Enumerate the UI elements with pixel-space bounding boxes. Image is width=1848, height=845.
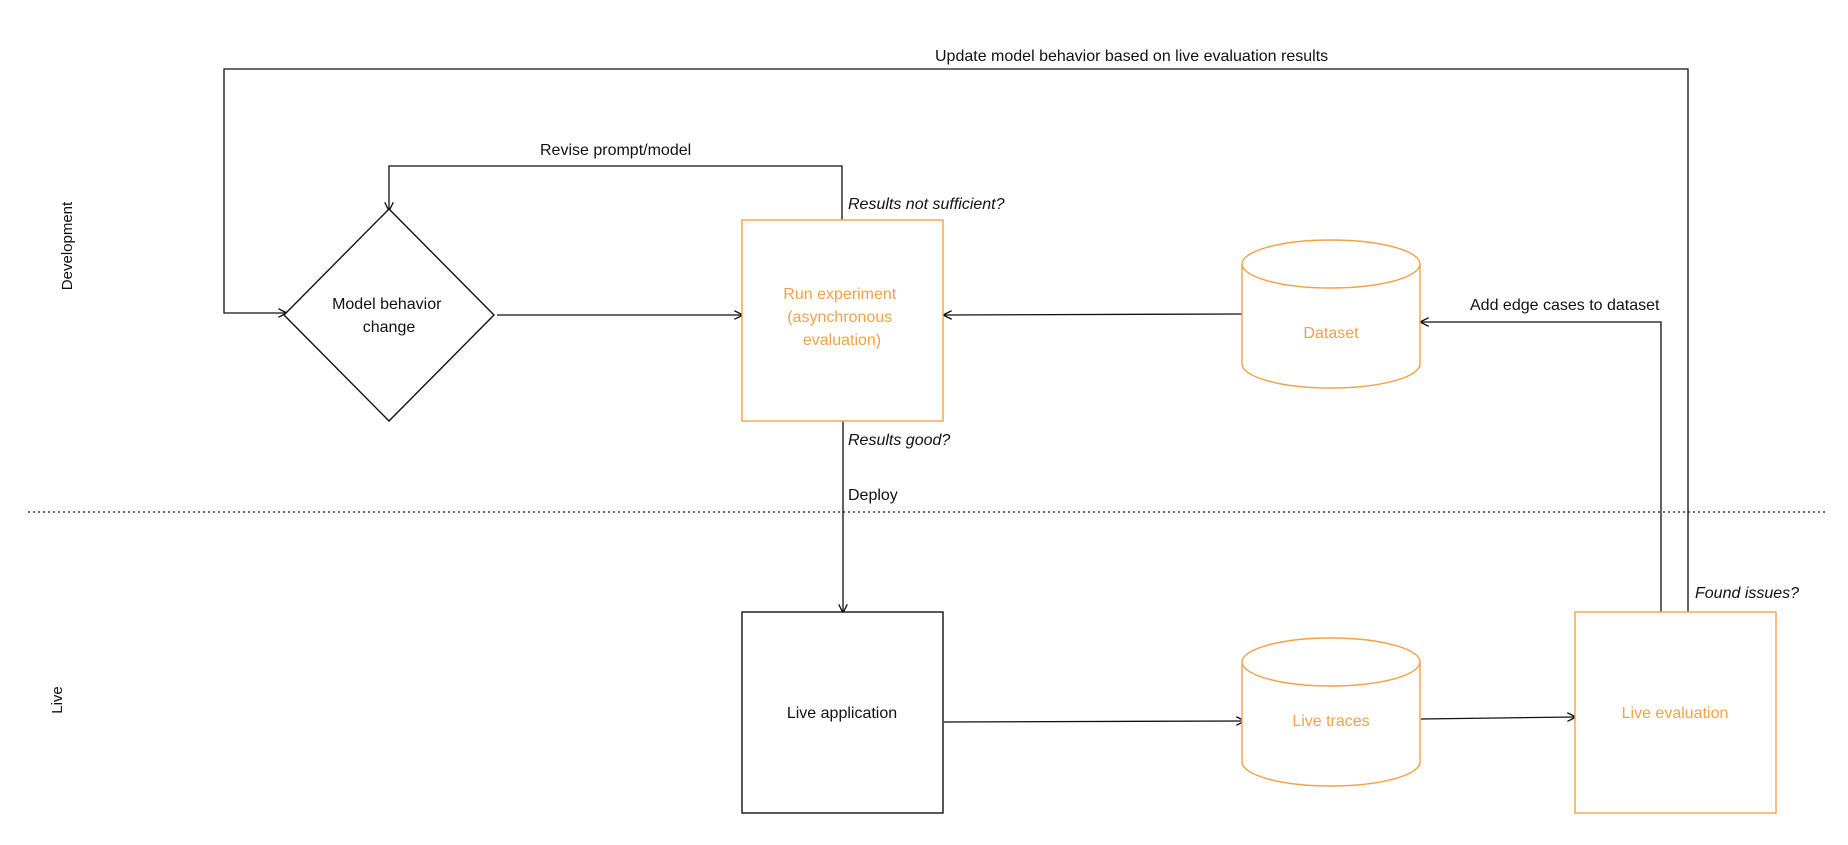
edge-label-update-model: Update model behavior based on live eval… [935, 48, 1328, 65]
node-live-traces-label: Live traces [1292, 713, 1369, 730]
node-label-line-2: change [363, 319, 416, 336]
edge-revise-prompt [389, 165, 843, 220]
node-label-line-2: (asynchronous [787, 309, 892, 326]
decision-diamond-shape [283, 208, 495, 422]
node-run-experiment-label: Run experiment (asynchronous evaluation) [783, 286, 900, 349]
node-run-experiment[interactable]: Run experiment (asynchronous evaluation) [741, 219, 944, 422]
node-label-line-3: evaluation) [803, 332, 881, 349]
lane-label-development: Development [59, 201, 76, 290]
edge-label-deploy: Deploy [848, 487, 898, 504]
node-live-evaluation-label: Live evaluation [1622, 705, 1729, 722]
edge-update-model [223, 68, 1689, 612]
edge-label-add-edge-cases: Add edge cases to dataset [1470, 297, 1660, 314]
lane-label-live: Live [49, 686, 66, 714]
process-box-shape [1574, 611, 1777, 814]
node-dataset[interactable]: Dataset [1241, 239, 1421, 389]
node-live-application-label: Live application [787, 705, 897, 722]
database-cylinder-top [1241, 239, 1421, 289]
edge-label-found-issues: Found issues? [1695, 585, 1799, 602]
database-cylinder-shape [1241, 662, 1421, 787]
node-live-traces[interactable]: Live traces [1241, 637, 1421, 787]
node-label-line-1: Model behavior [332, 296, 442, 313]
edge-traces-to-evaluation [1420, 717, 1575, 719]
edge-label-revise-prompt: Revise prompt/model [540, 142, 691, 159]
node-model-behavior-change[interactable]: Model behavior change [283, 208, 495, 422]
node-live-application[interactable]: Live application [741, 611, 944, 814]
node-label-line-1: Run experiment [783, 286, 897, 303]
database-cylinder-shape [1241, 264, 1421, 389]
edge-label-results-good: Results good? [848, 432, 950, 449]
process-box-shape [741, 611, 944, 814]
node-dataset-label: Dataset [1303, 325, 1359, 342]
edge-app-to-traces [943, 721, 1244, 722]
edge-add-edge-cases [1421, 322, 1662, 612]
node-live-evaluation[interactable]: Live evaluation [1574, 611, 1777, 814]
node-model-behavior-change-label: Model behavior change [332, 296, 446, 336]
database-cylinder-top [1241, 637, 1421, 687]
edge-dataset-to-experiment [944, 314, 1243, 315]
process-box-shape [741, 219, 944, 422]
edge-label-results-not-sufficient: Results not sufficient? [848, 196, 1005, 213]
